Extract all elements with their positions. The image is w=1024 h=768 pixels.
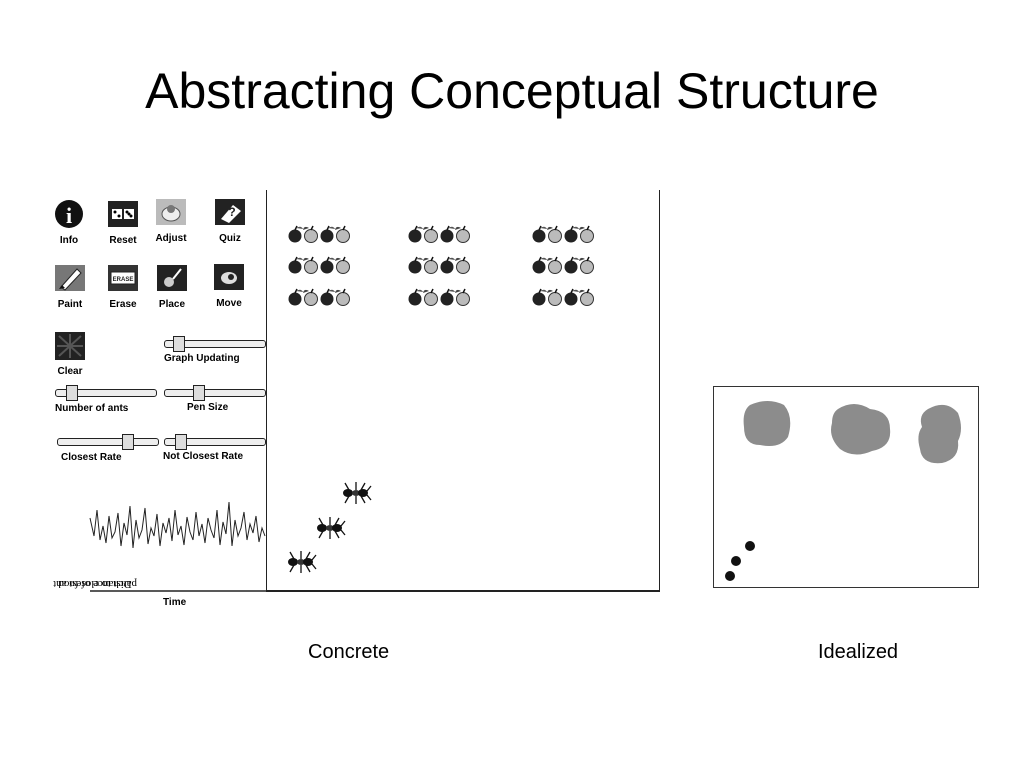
paint-icon [53, 263, 87, 297]
food-patch [289, 226, 350, 306]
quiz-icon: ? [213, 197, 247, 231]
ant [342, 481, 372, 505]
place-tool[interactable]: Place [146, 263, 198, 310]
idealized-view [713, 386, 979, 588]
ant-dot [725, 571, 735, 581]
ant-dot [745, 541, 755, 551]
clear-icon [53, 330, 87, 364]
erase-icon-text: ERASE [113, 277, 134, 283]
ant-world-canvas[interactable] [266, 190, 660, 592]
concrete-caption: Concrete [308, 641, 390, 663]
closest-rate-slider[interactable] [57, 434, 159, 450]
clear-tool[interactable]: Clear [44, 330, 96, 377]
closest-rate-label: Closest Rate [61, 452, 122, 463]
ant-dot [731, 556, 741, 566]
distance-graph [89, 501, 268, 592]
erase-icon: ERASE [106, 263, 140, 297]
move-icon [212, 262, 246, 296]
not-closest-rate-slider[interactable] [164, 434, 266, 450]
slider-knob[interactable] [66, 385, 78, 401]
move-tool[interactable]: Move [203, 262, 255, 309]
food-blob [918, 404, 961, 464]
erase-label: Erase [109, 299, 137, 310]
food-and-ants [287, 190, 659, 574]
info-tool[interactable]: i Info [43, 199, 95, 246]
adjust-label: Adjust [155, 233, 187, 244]
reset-tool[interactable]: Reset [97, 199, 149, 246]
svg-text:i: i [66, 203, 72, 228]
paint-tool[interactable]: Paint [44, 263, 96, 310]
place-icon [155, 263, 189, 297]
reset-label: Reset [109, 235, 137, 246]
food-patch [533, 226, 594, 306]
slider-knob[interactable] [173, 336, 185, 352]
quiz-tool[interactable]: ? Quiz [204, 197, 256, 244]
move-label: Move [216, 298, 242, 309]
not-closest-rate-label: Not Closest Rate [163, 451, 244, 462]
svg-text:?: ? [228, 205, 235, 219]
graph-updating-slider[interactable] [164, 336, 266, 352]
place-label: Place [158, 299, 186, 310]
pen-size-slider[interactable] [164, 385, 266, 401]
pen-size-label: Pen Size [187, 402, 229, 413]
ant [287, 550, 317, 574]
slider-knob[interactable] [122, 434, 134, 450]
idealized-caption: Idealized [818, 641, 899, 663]
number-of-ants-slider[interactable] [55, 385, 157, 401]
info-icon: i [52, 199, 86, 233]
erase-tool[interactable]: ERASE Erase [97, 263, 149, 310]
paint-label: Paint [57, 299, 83, 310]
quiz-label: Quiz [219, 233, 241, 244]
graph-xlabel: Time [163, 597, 187, 608]
slide-title: Abstracting Conceptual Structure [145, 63, 879, 119]
reset-icon [106, 199, 140, 233]
slider-knob[interactable] [193, 385, 205, 401]
ant [316, 516, 346, 540]
slider-knob[interactable] [175, 434, 187, 450]
food-blob [743, 401, 791, 446]
food-blob [831, 404, 891, 455]
adjust-icon [154, 197, 188, 231]
food-patch [409, 226, 470, 306]
clear-label: Clear [57, 366, 83, 377]
info-label: Info [59, 235, 79, 246]
adjust-tool[interactable]: Adjust [145, 197, 197, 244]
graph-updating-label: Graph Updating [164, 353, 240, 364]
number-of-ants-label: Number of ants [55, 403, 129, 414]
